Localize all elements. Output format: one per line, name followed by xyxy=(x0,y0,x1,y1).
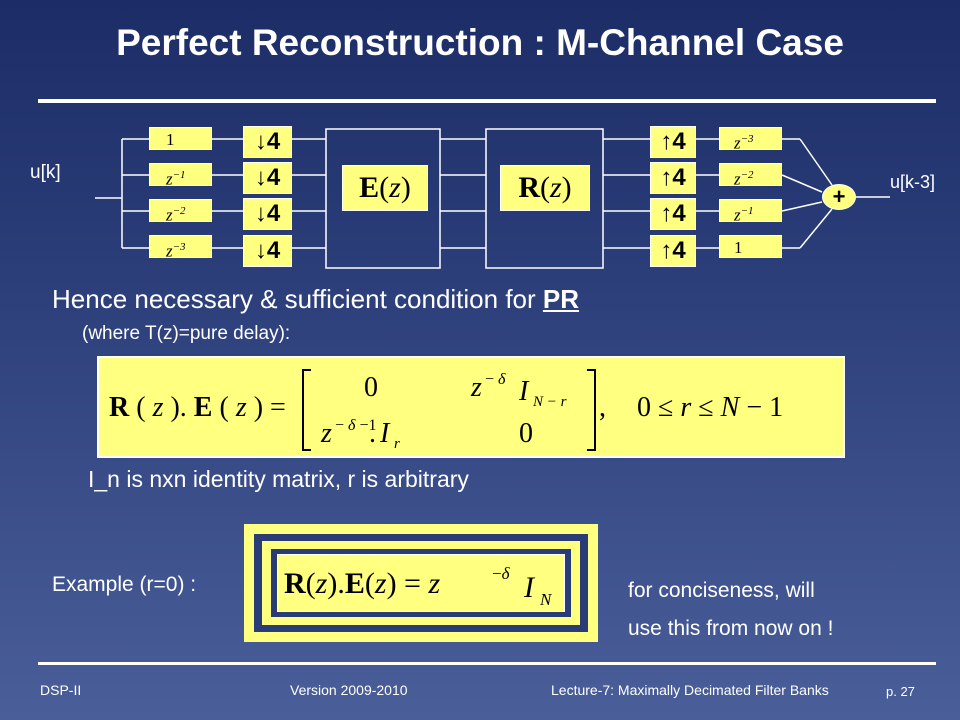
synthesis-delay-block: z−3 xyxy=(719,127,782,153)
svg-text:R ( z ). E ( z ) =: R ( z ). E ( z ) = xyxy=(109,392,286,423)
example-equation: R(z).E(z) = z −δ I N xyxy=(277,554,565,612)
svg-text:N − r: N − r xyxy=(532,394,567,410)
conciseness-note-line2: use this from now on ! xyxy=(628,617,834,640)
svg-text:r: r xyxy=(394,436,400,452)
analysis-delay-block: z−2 xyxy=(149,199,212,225)
output-signal-label: u[k-3] xyxy=(890,172,936,192)
pr-condition-equation-graphic: R ( z ). E ( z ) = 0 z − δ I N − r z − δ… xyxy=(109,369,783,452)
condition-heading-text: Hence necessary & sufficient condition f… xyxy=(52,284,543,314)
svg-text:R(z).E(z) = z: R(z).E(z) = z xyxy=(284,567,440,600)
svg-text:I: I xyxy=(379,418,391,449)
synthesis-delay-block: z−1 xyxy=(719,199,782,225)
expander-block: ↑4 xyxy=(650,126,696,158)
analysis-delay-block: z−3 xyxy=(149,235,212,261)
slide-title: Perfect Reconstruction : M-Channel Case xyxy=(116,22,844,63)
analysis-delay-block: 1 xyxy=(149,127,212,150)
synthesis-delay-block: 1 xyxy=(719,235,782,258)
svg-text:−δ: −δ xyxy=(492,564,511,583)
condition-heading: Hence necessary & sufficient condition f… xyxy=(52,284,579,315)
svg-text:.: . xyxy=(369,418,376,449)
adder-node: + xyxy=(822,184,856,210)
svg-text:z: z xyxy=(320,418,332,449)
svg-text:− δ: − δ xyxy=(485,371,506,388)
conciseness-note-line1: for conciseness, will xyxy=(628,579,815,602)
expander-block: ↑4 xyxy=(650,198,696,230)
svg-text:N: N xyxy=(539,590,553,609)
decimator-block: ↓4 xyxy=(243,162,292,194)
footer-course: DSP-II xyxy=(40,682,82,698)
example-equation-graphic: R(z).E(z) = z −δ I N xyxy=(284,564,553,609)
svg-text:− δ −1: − δ −1 xyxy=(335,417,377,434)
condition-subheading: (where T(z)=pure delay): xyxy=(82,323,291,344)
conciseness-note: for conciseness, will use this from now … xyxy=(628,572,833,648)
filter-bank-diagram xyxy=(95,128,890,269)
footer-divider xyxy=(38,662,936,665)
analysis-polyphase-matrix: E(z) xyxy=(342,165,428,211)
example-label: Example (r=0) : xyxy=(52,573,197,596)
svg-text:z: z xyxy=(470,372,482,403)
title-divider xyxy=(38,99,936,103)
analysis-delay-block: z−1 xyxy=(149,163,212,189)
decimator-block: ↓4 xyxy=(243,126,292,158)
svg-text:0: 0 xyxy=(364,372,378,403)
footer-version: Version 2009-2010 xyxy=(290,682,408,698)
decimator-block: ↓4 xyxy=(243,198,292,230)
synthesis-delay-block: z−2 xyxy=(719,163,782,189)
expander-block: ↑4 xyxy=(650,162,696,194)
svg-text:0 ≤ r ≤ N − 1: 0 ≤ r ≤ N − 1 xyxy=(637,392,783,423)
svg-text:0: 0 xyxy=(519,418,533,449)
input-signal-label: u[k] xyxy=(30,162,61,183)
svg-text:,: , xyxy=(599,392,606,423)
identity-matrix-note: I_n is nxn identity matrix, r is arbitra… xyxy=(88,466,469,492)
synthesis-polyphase-matrix: R(z) xyxy=(500,165,590,211)
footer-lecture: Lecture-7: Maximally Decimated Filter Ba… xyxy=(551,682,829,698)
pr-condition-equation: R ( z ). E ( z ) = 0 z − δ I N − r z − δ… xyxy=(97,356,845,458)
page-number: p. 27 xyxy=(886,684,915,699)
svg-text:I: I xyxy=(518,376,530,407)
pr-emphasis: PR xyxy=(542,284,580,314)
decimator-block: ↓4 xyxy=(243,235,292,267)
expander-block: ↑4 xyxy=(650,235,696,267)
svg-text:I: I xyxy=(523,571,536,604)
